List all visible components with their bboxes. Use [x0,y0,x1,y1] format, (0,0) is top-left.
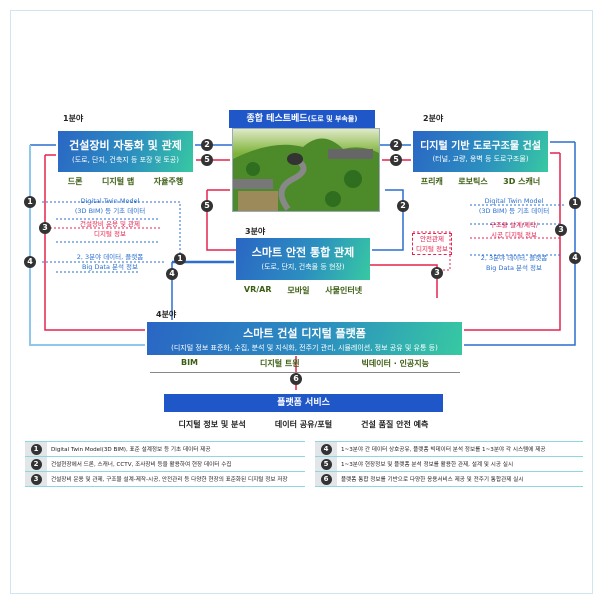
platform-service-items: 디지털 정보 및 분석 데이터 공유/포털 건설 품질 안전 예측 [164,419,443,430]
tool: 자율주행 [153,177,184,186]
field4-tag: 4분야 [156,310,177,319]
diagram-frame [10,10,593,594]
service-item: 건설 품질 안전 예측 [361,420,429,429]
testbed-subtitle: (도로 및 부속물) [307,115,358,123]
field3-title: 스마트 안전 통합 관제 [251,246,355,259]
right-info-3: 구조물 설계/제작/시공 디지털 정보 [489,221,539,239]
field3-tools: VR/AR 모바일 사물인터넷 [236,285,370,296]
tool: 모바일 [287,286,310,295]
circle-3: 3 [431,267,443,279]
circle-1: 1 [174,253,186,265]
testbed-landscape-image [233,138,379,211]
circle-2: 2 [390,139,402,151]
left-info-1: Digital Twin Model(3D BIM) 등 기초 데이터 [74,197,146,215]
circle-4: 4 [24,256,36,268]
field2-box[interactable]: 디지털 기반 도로구조물 건설 (터널, 교량, 옹벽 등 도로구조물) [413,131,548,172]
field3-subtitle: (도로, 단지, 건축물 등 현장) [261,263,345,271]
circle-2: 2 [397,200,409,212]
tool: VR/AR [243,285,272,294]
field1-subtitle: (도로, 단지, 건축지 등 포장 및 토공) [72,156,179,164]
right-info-1: Digital Twin Model(3D BIM) 등 기초 데이터 [478,197,550,215]
tool: 디지털 트윈 [259,359,300,368]
platform-service-bar: 플랫폼 서비스 [164,394,443,412]
circle-5: 5 [390,154,402,166]
field2-subtitle: (터널, 교량, 옹벽 등 도로구조물) [432,155,529,163]
field1-title: 건설장비 자동화 및 관제 [69,139,182,152]
service-item: 데이터 공유/포털 [274,420,333,429]
field3-tag: 3분야 [245,227,266,236]
testbed-illustration [232,128,380,212]
testbed-title: 종합 테스트베드 [246,114,308,124]
circle-4: 4 [166,268,178,280]
field3-box[interactable]: 스마트 안전 통합 관제 (도로, 단지, 건축물 등 현장) [236,238,370,280]
testbed-title-bar: 종합 테스트베드(도로 및 부속물) [229,110,375,128]
circle-3: 3 [39,222,51,234]
field1-tools: 드론 디지털 맵 자율주행 [58,176,193,187]
circle-4: 4 [569,252,581,264]
service-item: 디지털 정보 및 분석 [178,420,246,429]
circle-5: 5 [201,200,213,212]
field4-box[interactable]: 스마트 건설 디지털 플랫폼 (디지털 정보 표준화, 수집, 분석 및 지식화… [147,322,462,355]
field4-subtitle: (디지털 정보 표준화, 수집, 분석 및 지식화, 전주기 관리, 시뮬레이션… [171,344,438,352]
field1-tag: 1분야 [63,114,84,123]
circle-5: 5 [201,154,213,166]
tool: BIM [180,358,199,367]
circle-1: 1 [24,196,36,208]
tool: 사물인터넷 [325,286,363,295]
tool: 프리캐 [420,177,443,186]
tool: 빅데이터 · 인공지능 [361,359,430,368]
tool: 디지털 맵 [102,177,135,186]
field2-title: 디지털 기반 도로구조물 건설 [420,141,541,152]
circle-2: 2 [201,139,213,151]
tool: 로보틱스 [458,177,488,186]
field2-tools: 프리캐 로보틱스 3D 스캐너 [413,176,548,187]
circle-6: 6 [290,373,302,385]
field2-tag: 2분야 [423,114,444,123]
field1-box[interactable]: 건설장비 자동화 및 관제 (도로, 단지, 건축지 등 포장 및 토공) [58,131,193,172]
tool: 3D 스캐너 [503,177,541,186]
circle-3: 3 [555,224,567,236]
field4-title: 스마트 건설 디지털 플랫폼 [243,327,366,340]
circle-1: 1 [569,197,581,209]
tool: 드론 [67,177,83,186]
field4-tools: BIM 디지털 트윈 빅데이터 · 인공지능 [150,358,460,373]
